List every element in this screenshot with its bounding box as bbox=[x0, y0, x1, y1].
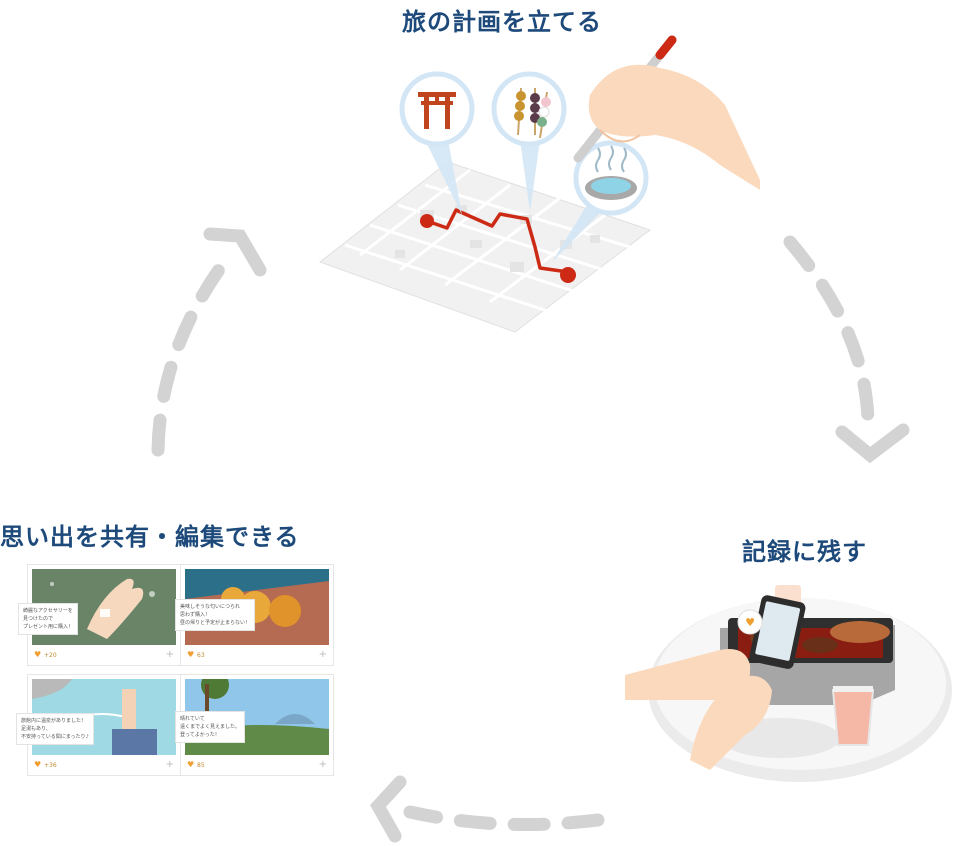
card-footer: ♥ +20 + bbox=[32, 647, 176, 663]
add-button[interactable]: + bbox=[165, 759, 174, 770]
memory-card: 綺麗なアクセサリーを 見つけたので プレゼント用に購入！ ♥ +20 + bbox=[18, 565, 180, 665]
add-button[interactable]: + bbox=[165, 649, 174, 660]
arrow-record-to-share-head bbox=[370, 775, 407, 843]
step-title-share: 思い出を共有・編集できる bbox=[0, 523, 300, 551]
memory-card: 旅館内に温泉がありました！ 足湯もあり、 不安持っている間にまったり♪ ♥ +3… bbox=[16, 675, 180, 775]
like-count: +36 bbox=[44, 762, 57, 769]
card-footer: ♥ 85 + bbox=[185, 757, 329, 773]
heart-icon[interactable]: ♥ bbox=[34, 650, 42, 659]
step-title-plan: 旅の計画を立てる bbox=[402, 8, 602, 36]
smartphone: ♥ bbox=[625, 595, 806, 770]
footbath-photo bbox=[32, 679, 157, 755]
add-button[interactable]: + bbox=[318, 649, 327, 660]
arrow-record-to-share bbox=[403, 805, 605, 831]
card-footer: ♥ 63 + bbox=[185, 647, 329, 663]
card-photo bbox=[185, 569, 329, 645]
route-start bbox=[420, 214, 434, 228]
card-note: 綺麗なアクセサリーを 見つけたので プレゼント用に購入！ bbox=[18, 603, 79, 635]
arrow-plan-to-record-head bbox=[835, 423, 910, 464]
city-map bbox=[318, 161, 652, 333]
like-count: +20 bbox=[44, 652, 57, 659]
like-count: 63 bbox=[197, 652, 205, 659]
heart-icon[interactable]: ♥ bbox=[187, 760, 195, 769]
hand-with-pen bbox=[573, 35, 760, 190]
add-button[interactable]: + bbox=[318, 759, 327, 770]
memory-card: 晴れていて 遠くまでよく見えました。 登ってよかった！ ♥ 85 + bbox=[175, 675, 333, 775]
torii-gate-icon bbox=[399, 71, 475, 147]
card-note: 美味しそうな匂いにつられ 思わず購入！ 昼の帰りと予定が止まらない！ bbox=[175, 599, 256, 631]
hot-spring-icon bbox=[573, 140, 649, 216]
arrow-plan-to-record bbox=[783, 235, 875, 427]
like-count: 85 bbox=[197, 762, 205, 769]
heart-icon: ♥ bbox=[745, 616, 755, 629]
arrow-share-to-plan bbox=[151, 245, 239, 457]
card-footer: ♥ +36 + bbox=[32, 757, 176, 773]
arrow-share-to-plan-head bbox=[203, 227, 267, 277]
card-note: 旅館内に温泉がありました！ 足湯もあり、 不安持っている間にまったり♪ bbox=[16, 713, 94, 745]
route-line bbox=[426, 208, 569, 274]
card-note: 晴れていて 遠くまでよく見えました。 登ってよかった！ bbox=[175, 711, 246, 743]
step-title-record: 記録に残す bbox=[742, 538, 867, 566]
dango-icon bbox=[491, 71, 567, 147]
heart-icon[interactable]: ♥ bbox=[187, 650, 195, 659]
cycle-arrows bbox=[151, 227, 910, 843]
hand-photo bbox=[50, 578, 155, 639]
heart-icon[interactable]: ♥ bbox=[34, 760, 42, 769]
memory-card: 美味しそうな匂いにつられ 思わず購入！ 昼の帰りと予定が止まらない！ ♥ 63 … bbox=[175, 565, 333, 665]
route-end bbox=[560, 267, 576, 283]
